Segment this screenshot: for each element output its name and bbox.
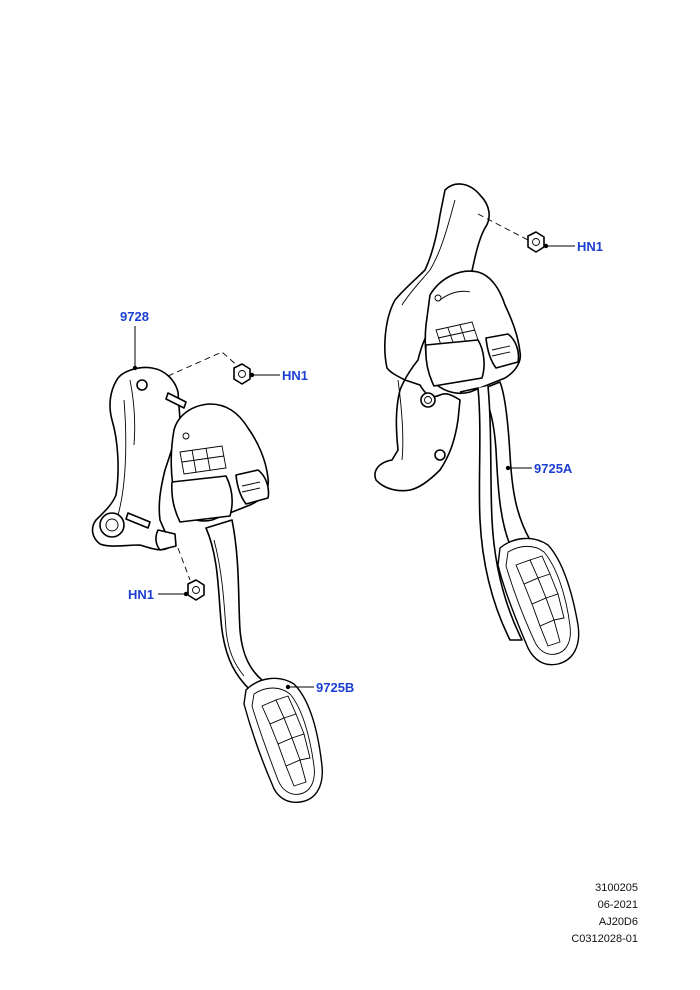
left-lower-nut	[187, 579, 205, 601]
right-pedal-pad	[497, 537, 580, 666]
callout-9728[interactable]: 9728	[120, 309, 149, 324]
left-pedal-arm	[205, 519, 263, 691]
drawing-reference-block: 3100205 06-2021 AJ20D6 C0312028-01	[498, 880, 638, 948]
left-mounting-bracket	[91, 366, 181, 551]
callout-9725a[interactable]: 9725A	[534, 461, 573, 476]
left-pedal-pad	[243, 677, 323, 803]
catalog-reference: C0312028-01	[571, 933, 638, 945]
right-pedal-assembly	[374, 183, 580, 666]
model-code: AJ20D6	[598, 916, 638, 928]
drawing-number: 3100205	[595, 882, 638, 894]
left-upper-nut	[233, 363, 251, 385]
callout-hn1-lower-left[interactable]: HN1	[128, 587, 154, 602]
callout-hn1-upper-left[interactable]: HN1	[282, 368, 308, 383]
left-connector	[171, 475, 233, 523]
left-pedal-assembly	[91, 326, 323, 803]
right-nut	[527, 231, 545, 253]
callout-9725b[interactable]: 9725B	[316, 680, 354, 695]
drawing-date: 06-2021	[597, 899, 638, 911]
right-connector	[425, 339, 485, 387]
callout-hn1-right[interactable]: HN1	[577, 239, 603, 254]
